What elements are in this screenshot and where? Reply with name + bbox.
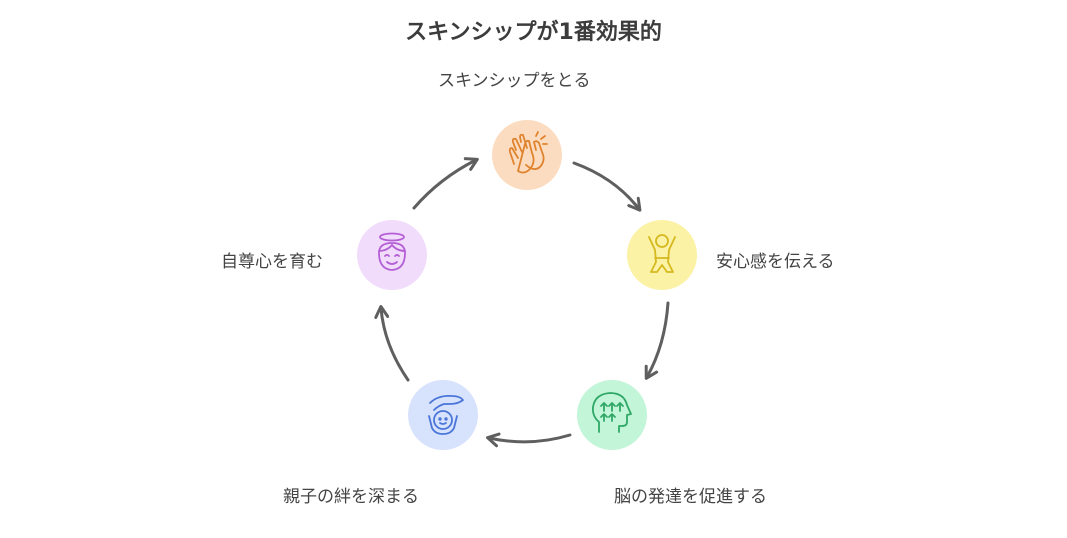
brain-growth-icon bbox=[591, 392, 632, 433]
diagram-title: スキンシップが1番効果的 bbox=[405, 20, 662, 45]
clapping-hands-icon bbox=[508, 131, 548, 174]
arrow-2-to-3 bbox=[644, 301, 670, 380]
arrow-1-to-2 bbox=[572, 161, 642, 212]
icon-strokes bbox=[508, 131, 548, 174]
arrow-4-to-5 bbox=[374, 305, 410, 382]
step-node-1 bbox=[492, 120, 562, 190]
icon-strokes bbox=[648, 234, 676, 273]
icon-strokes bbox=[378, 232, 406, 271]
step-label-1: スキンシップをとる bbox=[438, 71, 591, 91]
icon-strokes bbox=[591, 392, 632, 433]
arrow-5-to-1 bbox=[412, 157, 479, 210]
step-node-4 bbox=[408, 380, 478, 450]
step-label-5: 自尊心を育む bbox=[221, 252, 323, 272]
step-node-3 bbox=[577, 380, 647, 450]
step-label-2: 安心感を伝える bbox=[716, 252, 835, 272]
parent-child-icon bbox=[428, 394, 464, 435]
step-label-3: 脳の発達を促進する bbox=[614, 487, 767, 507]
step-node-5 bbox=[357, 220, 427, 290]
happy-child-icon bbox=[648, 234, 676, 273]
arrow-3-to-4 bbox=[486, 432, 572, 448]
angel-face-icon bbox=[378, 232, 406, 271]
step-node-2 bbox=[627, 220, 697, 290]
step-label-4: 親子の絆を深まる bbox=[283, 487, 419, 507]
icon-strokes bbox=[428, 394, 464, 435]
